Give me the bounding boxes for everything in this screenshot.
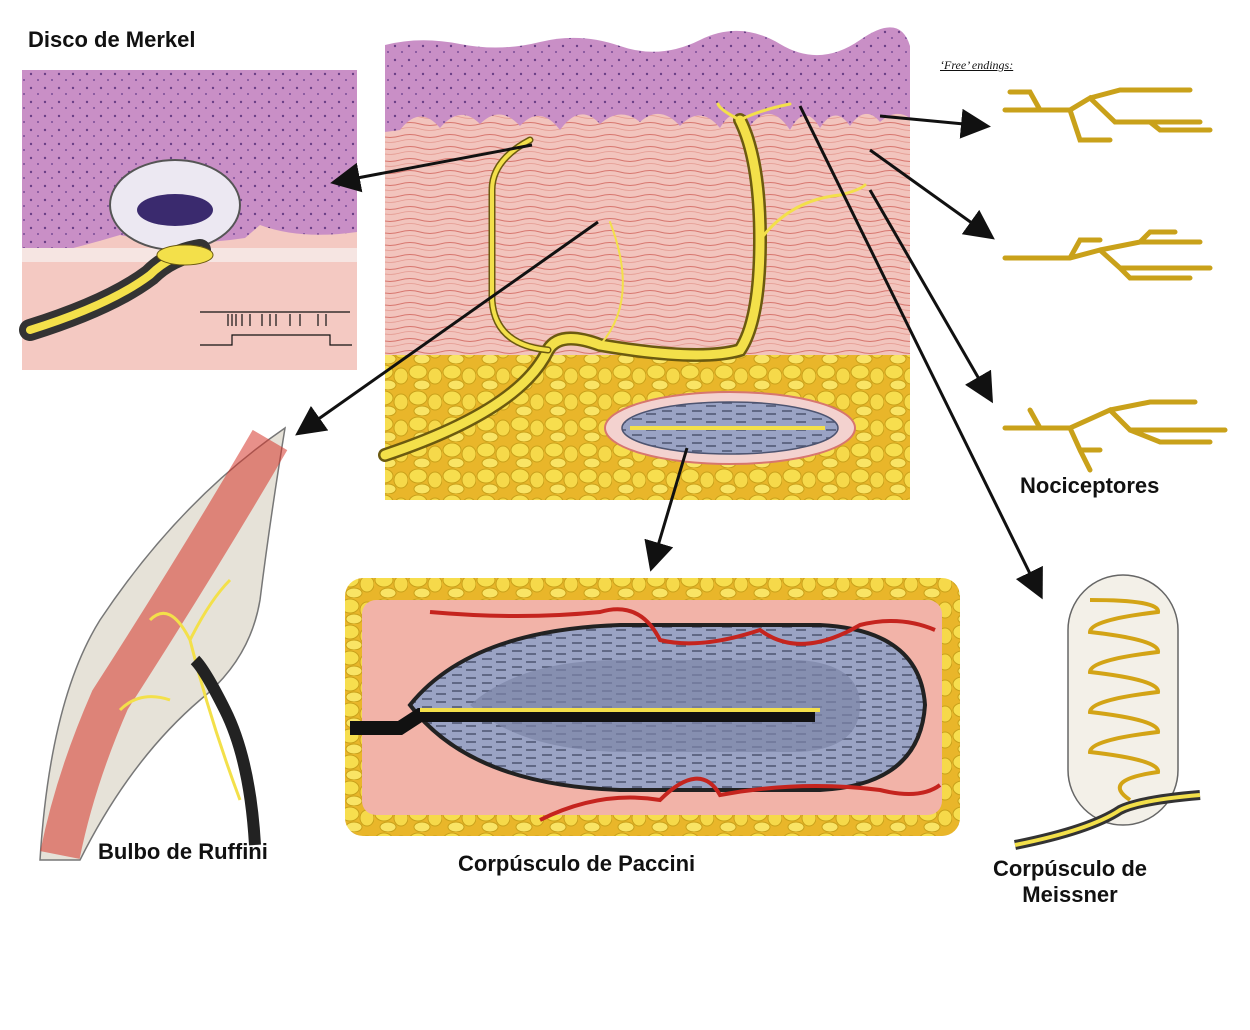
ruffini-label: Bulbo de Ruffini	[98, 839, 268, 864]
ruffini-panel	[39, 426, 288, 861]
free-ending-2	[1002, 229, 1213, 281]
spike-trace	[200, 311, 352, 346]
free-ending-3	[1002, 399, 1228, 473]
arrow-to-free-3	[868, 189, 993, 404]
arrow-to-free-2	[869, 148, 995, 240]
paccini-label: Corpúsculo de Paccini	[458, 851, 696, 876]
paccini-nerve	[350, 708, 815, 735]
ruffini-fibers	[40, 429, 288, 859]
arrow-to-free-1	[879, 108, 991, 139]
skin-cross-section	[378, 27, 910, 500]
merkel-panel	[19, 70, 357, 370]
meissner-label: Corpúsculo de Meissner	[980, 856, 1160, 908]
ruffini-nerve	[190, 655, 261, 846]
arrow-to-paccini	[644, 447, 689, 572]
meissner-label-line2: Meissner	[1022, 882, 1118, 907]
meissner-coils	[1087, 598, 1160, 802]
nerve-trunk	[378, 102, 867, 462]
merkel-nucleus	[137, 194, 213, 226]
arrow-to-ruffini	[295, 220, 599, 436]
paccini-panel	[345, 578, 960, 836]
arrow-to-meissner	[798, 105, 1043, 600]
free-ending-1	[1002, 87, 1213, 143]
pointer-arrows	[295, 105, 1043, 600]
meissner-capsule	[1067, 574, 1179, 826]
arrow-to-merkel	[330, 143, 533, 193]
blood-vessels	[429, 607, 942, 822]
meissner-label-line1: Corpúsculo de	[992, 856, 1147, 881]
nociceptores-label: Nociceptores	[1020, 473, 1160, 498]
free-endings	[1002, 87, 1228, 473]
free-endings-label: ‘Free’ endings:	[940, 58, 1014, 72]
dermis-layer	[385, 100, 910, 360]
meissner-panel	[1014, 574, 1201, 850]
merkel-label: Disco de Merkel	[28, 27, 196, 52]
